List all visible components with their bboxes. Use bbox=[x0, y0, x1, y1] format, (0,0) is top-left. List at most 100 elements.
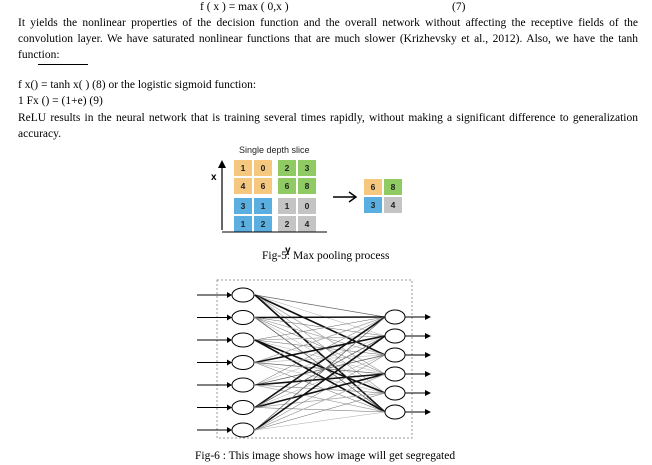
input-node bbox=[231, 287, 255, 303]
grid-cell: 4 bbox=[234, 178, 252, 194]
fig5-axes bbox=[218, 160, 226, 230]
arrow-head-icon bbox=[425, 352, 431, 358]
input-node bbox=[231, 422, 255, 438]
network-edge bbox=[254, 294, 386, 413]
grid-cell: 6 bbox=[254, 178, 272, 194]
equation-tanh: f x() = tanh x( ) (8) or the logistic si… bbox=[18, 79, 257, 91]
fig5-axis-x-label: x bbox=[211, 172, 217, 183]
network-edge bbox=[254, 373, 386, 409]
arrow-head-icon bbox=[425, 333, 431, 339]
grid-cell: 3 bbox=[298, 160, 316, 176]
input-node bbox=[231, 400, 255, 415]
pooled-cell: 8 bbox=[384, 179, 402, 195]
fig5-caption: Fig-5: Max pooling process bbox=[262, 250, 390, 262]
grid-cell: 2 bbox=[278, 160, 296, 176]
arrow-head-icon bbox=[425, 390, 431, 396]
input-node bbox=[231, 377, 255, 393]
grid-cell: 1 bbox=[254, 198, 272, 214]
equation-relu-text: f ( x ) = max ( 0,x ) bbox=[200, 1, 289, 13]
grid-cell: 2 bbox=[278, 216, 296, 232]
network-edge bbox=[254, 316, 386, 386]
network-edge bbox=[254, 294, 386, 318]
fig5-title: Single depth slice bbox=[239, 145, 310, 155]
network-edge bbox=[254, 335, 386, 364]
grid-cell: 1 bbox=[234, 160, 252, 176]
right-arrow-icon bbox=[333, 191, 358, 203]
network-edge bbox=[254, 392, 386, 431]
grid-cell: 8 bbox=[298, 178, 316, 194]
network-edge bbox=[254, 362, 386, 375]
arrow-head-icon bbox=[227, 292, 232, 298]
network-edge bbox=[254, 339, 386, 375]
fig5-pooled-grid: 6 8 3 4 bbox=[364, 179, 408, 215]
pooled-cell: 6 bbox=[364, 179, 382, 195]
arrow-head-icon bbox=[227, 359, 232, 366]
network-edge bbox=[254, 362, 386, 413]
fig5-input-grid: 1 0 2 3 4 6 6 8 3 1 1 0 1 2 2 4 bbox=[232, 160, 326, 234]
arrow-head-icon bbox=[425, 371, 431, 377]
fig5-axis-y-label: y bbox=[285, 245, 291, 256]
equation-sigmoid: 1 Fx () = (1+e) (9) bbox=[18, 95, 103, 107]
network-edge bbox=[254, 317, 386, 356]
network-edge bbox=[254, 335, 386, 386]
network-edge bbox=[254, 339, 386, 394]
arrow-head-icon bbox=[425, 409, 431, 415]
network-edge bbox=[254, 317, 386, 394]
network-edge bbox=[254, 339, 386, 413]
fig6-caption: Fig-6 : This image shows how image will … bbox=[195, 450, 456, 462]
network-edge bbox=[254, 362, 386, 394]
network-edge bbox=[254, 316, 386, 409]
network-edge bbox=[254, 373, 386, 386]
arrow-head-icon bbox=[227, 404, 232, 411]
network-edge bbox=[254, 335, 386, 431]
network-edge bbox=[254, 316, 386, 319]
grid-cell: 6 bbox=[278, 178, 296, 194]
output-node bbox=[384, 347, 406, 363]
grid-cell: 1 bbox=[278, 198, 296, 214]
network-edge bbox=[254, 294, 386, 337]
network-edge bbox=[254, 384, 386, 413]
arrow-head-icon bbox=[227, 337, 232, 343]
pooled-cell: 4 bbox=[384, 197, 402, 213]
output-node bbox=[384, 366, 406, 382]
grid-cell: 4 bbox=[298, 216, 316, 232]
grid-cell: 1 bbox=[234, 216, 252, 232]
network-edge bbox=[254, 411, 386, 431]
network-edge bbox=[254, 354, 386, 408]
equation-relu: f ( x ) = max ( 0,x ) bbox=[200, 1, 289, 13]
fig6-network-diagram bbox=[197, 279, 431, 439]
network-edge bbox=[254, 335, 386, 408]
network-edge bbox=[254, 354, 386, 363]
fig6-dashed-frame bbox=[216, 279, 413, 439]
network-edge bbox=[254, 392, 386, 408]
input-node bbox=[231, 332, 255, 348]
network-edge bbox=[254, 316, 386, 341]
network-edge bbox=[254, 316, 386, 431]
overline-mark bbox=[38, 64, 88, 65]
grid-cell: 2 bbox=[254, 216, 272, 232]
network-edge bbox=[254, 354, 386, 386]
output-node bbox=[384, 385, 406, 401]
network-edge bbox=[254, 316, 386, 363]
network-edge bbox=[254, 384, 386, 394]
output-node bbox=[384, 404, 406, 420]
network-edge bbox=[254, 335, 386, 341]
network-edge bbox=[254, 317, 386, 413]
arrow-head-icon bbox=[227, 427, 232, 433]
input-node bbox=[231, 310, 255, 325]
paragraph-2: ReLU results in the neural network that … bbox=[18, 112, 638, 140]
network-edge bbox=[254, 294, 386, 375]
fig5-bottom-axis bbox=[222, 231, 327, 233]
arrow-head-icon bbox=[227, 382, 232, 388]
network-edge bbox=[254, 373, 386, 431]
grid-cell: 0 bbox=[254, 160, 272, 176]
paragraph-1: It yields the nonlinear properties of th… bbox=[18, 17, 638, 61]
network-edge bbox=[254, 317, 386, 375]
arrow-head-icon bbox=[227, 314, 232, 321]
network-edge bbox=[254, 294, 386, 394]
network-edge bbox=[254, 407, 386, 413]
arrow-head-icon bbox=[425, 314, 431, 320]
network-edge bbox=[254, 354, 386, 431]
grid-cell: 0 bbox=[298, 198, 316, 214]
equation-relu-number: (7) bbox=[452, 1, 466, 13]
